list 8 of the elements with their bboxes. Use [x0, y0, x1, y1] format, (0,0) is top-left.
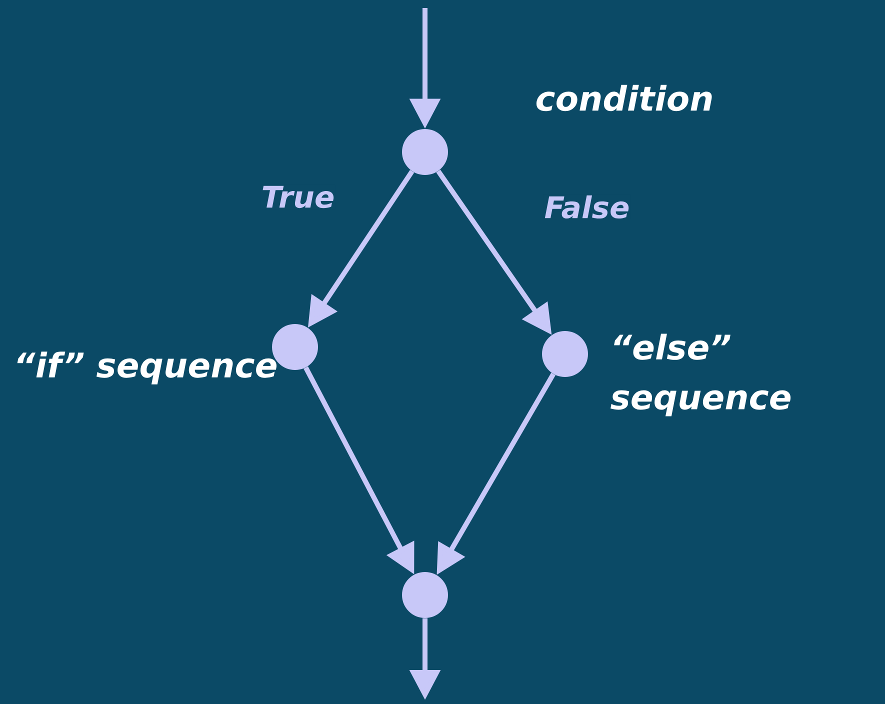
node-caption: “else” sequence [610, 334, 791, 416]
junction-circle [402, 129, 448, 175]
node-caption: condition [536, 84, 712, 112]
edge-label: False [543, 194, 631, 220]
junction-circle [402, 572, 448, 618]
node-caption: “if” sequence [17, 352, 276, 384]
junction-circle [542, 331, 588, 377]
edge-label: True [260, 184, 336, 210]
